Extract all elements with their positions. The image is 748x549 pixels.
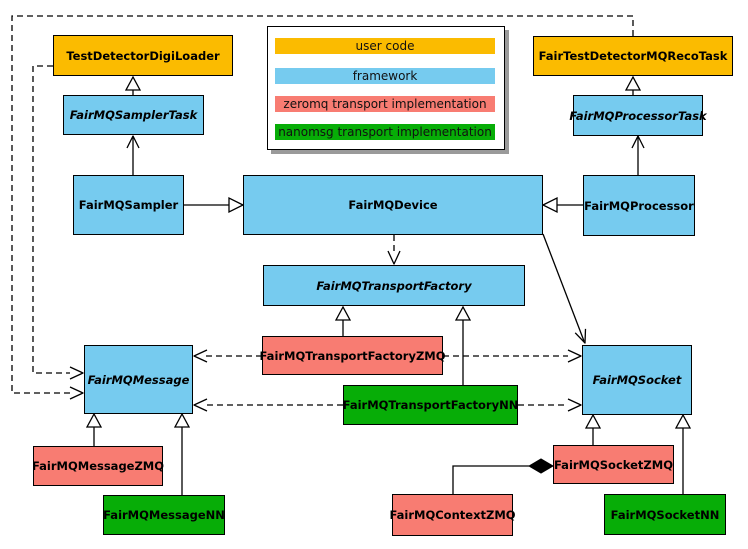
edge-digiloader-message <box>32 65 84 380</box>
edge-samplertask-digiloader <box>124 75 142 95</box>
legend-label: framework <box>352 69 418 83</box>
edge-socketzmq-socket <box>584 413 602 445</box>
node-fairmq-message-zmq: FairMQMessageZMQ <box>31 446 165 486</box>
edge-tfzmq-socket <box>443 349 582 363</box>
edge-sampler-device <box>184 196 245 214</box>
node-fairmq-transport-factory-zmq: FairMQTransportFactoryZMQ <box>259 336 446 375</box>
edge-processortask-recotask <box>624 75 642 95</box>
node-fairmq-socket: FairMQSocket <box>582 345 692 415</box>
edge-tfzmq-transportfactory <box>334 305 352 336</box>
edge-tfnn-message <box>193 398 343 412</box>
node-fairmq-processor: FairMQProcessor <box>583 175 695 236</box>
edge-tfnn-socket <box>518 398 582 412</box>
node-label: FairMQSampler <box>78 198 179 212</box>
node-fairmq-sampler-task: FairMQSamplerTask <box>63 95 204 135</box>
edge-contextzmq-socketzmq <box>452 458 554 494</box>
legend-item-framework: framework <box>275 68 495 84</box>
edge-device-transportfactory <box>387 235 401 265</box>
legend-label: nanomsg transport implementation <box>278 125 492 139</box>
node-label: FairMQSamplerTask <box>69 108 198 122</box>
node-label: FairMQSocketZMQ <box>554 457 673 472</box>
node-label: FairMQContextZMQ <box>389 508 516 522</box>
node-label: FairMQMessageZMQ <box>31 459 165 473</box>
edge-messagenn-message <box>173 412 191 495</box>
legend: user code framework zeromq transport imp… <box>267 26 505 150</box>
node-label: FairTestDetectorMQRecoTask <box>538 49 728 63</box>
node-fairmq-device: FairMQDevice <box>243 175 543 235</box>
legend-item-zeromq: zeromq transport implementation <box>275 96 495 112</box>
node-label: FairMQDevice <box>348 198 438 212</box>
node-fairmq-socket-zmq: FairMQSocketZMQ <box>553 445 674 484</box>
node-fairmq-context-zmq: FairMQContextZMQ <box>389 494 516 536</box>
node-label: FairMQTransportFactory <box>316 278 472 293</box>
legend-item-nanomsg: nanomsg transport implementation <box>275 124 495 140</box>
node-fairmq-message: FairMQMessage <box>84 345 193 414</box>
node-label: FairMQMessage <box>87 372 190 387</box>
node-test-detector-digi-loader: TestDetectorDigiLoader <box>53 35 233 76</box>
node-label: TestDetectorDigiLoader <box>66 48 220 63</box>
node-fairmq-socket-nn: FairMQSocketNN <box>604 494 726 535</box>
node-label: FairMQSocketNN <box>610 507 720 522</box>
edge-socketnn-socket <box>674 413 692 494</box>
legend-label: zeromq transport implementation <box>283 97 487 111</box>
node-label: FairMQSocket <box>592 373 682 387</box>
edge-device-socket <box>542 233 587 344</box>
node-fairmq-sampler: FairMQSampler <box>73 175 184 235</box>
edge-tfnn-transportfactory <box>454 305 472 385</box>
edge-tfzmq-message <box>193 349 262 363</box>
node-label: FairMQTransportFactoryZMQ <box>259 348 446 363</box>
edge-recotask-message <box>11 15 634 400</box>
node-label: FairMQProcessor <box>584 198 694 213</box>
node-label: FairMQMessageNN <box>103 508 225 522</box>
edge-processor-device <box>541 196 583 214</box>
node-fairmq-transport-factory-nn: FairMQTransportFactoryNN <box>343 385 518 425</box>
legend-label: user code <box>355 39 415 53</box>
edge-messagezmq-message <box>85 412 103 446</box>
node-fairmq-message-nn: FairMQMessageNN <box>103 495 225 535</box>
node-fair-test-detector-mq-reco-task: FairTestDetectorMQRecoTask <box>533 36 733 76</box>
node-label: FairMQTransportFactoryNN <box>342 398 519 412</box>
node-fairmq-transport-factory: FairMQTransportFactory <box>263 265 525 306</box>
node-fairmq-processor-task: FairMQProcessorTask <box>569 95 707 136</box>
legend-item-user-code: user code <box>275 38 495 54</box>
edge-processor-processortask <box>631 135 645 175</box>
edge-sampler-samplertask <box>126 135 140 175</box>
node-label: FairMQProcessorTask <box>569 108 707 123</box>
